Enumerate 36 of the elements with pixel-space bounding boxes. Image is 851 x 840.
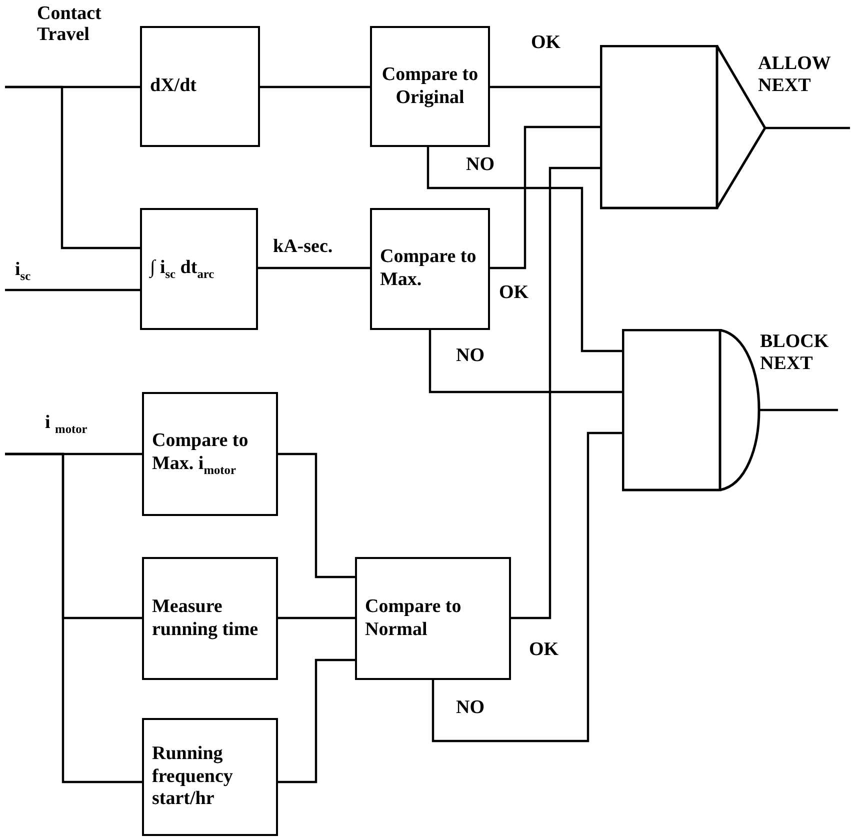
process-box [355,557,511,680]
process-box [370,26,490,147]
connector-line [260,86,370,88]
connector-line [5,452,142,784]
connector-line [432,432,622,742]
process-box [142,718,278,836]
box-label: ∫ i$_{sc}$ dt$_{arc}$ [150,256,216,282]
connector-line [426,147,622,352]
connector-line [511,166,600,620]
connector-line [759,408,838,412]
connector-line [490,86,600,88]
edge-label: i$_{sc}$ [14,260,32,284]
process-box [142,557,278,680]
process-box [140,26,260,147]
gate-label: ALLOW NEXT [758,53,832,97]
connector-line [428,330,622,394]
edge-label: i $_{motor}$ [44,413,88,436]
process-box [370,208,490,330]
connector-line [278,658,355,784]
process-box [140,208,258,330]
box-label: Compare to Max. [380,246,478,292]
box-label: Compare to Max. i$_{motor}$ [152,430,250,478]
connector-line [5,86,140,250]
connector-line [5,288,140,292]
connector-line [490,126,600,270]
gate-label: BLOCK NEXT [760,331,830,375]
box-label: Compare to Original [380,64,480,110]
connector-line [765,126,850,130]
box-label: Running frequency start/hr [152,742,234,812]
process-box [142,392,278,516]
connector-line [258,266,370,270]
box-label: Measure running time [152,596,260,642]
box-label: Compare to Normal [365,596,462,642]
box-label: dX/dt [150,75,198,98]
connector-line [278,616,355,620]
connector-line [278,452,355,578]
